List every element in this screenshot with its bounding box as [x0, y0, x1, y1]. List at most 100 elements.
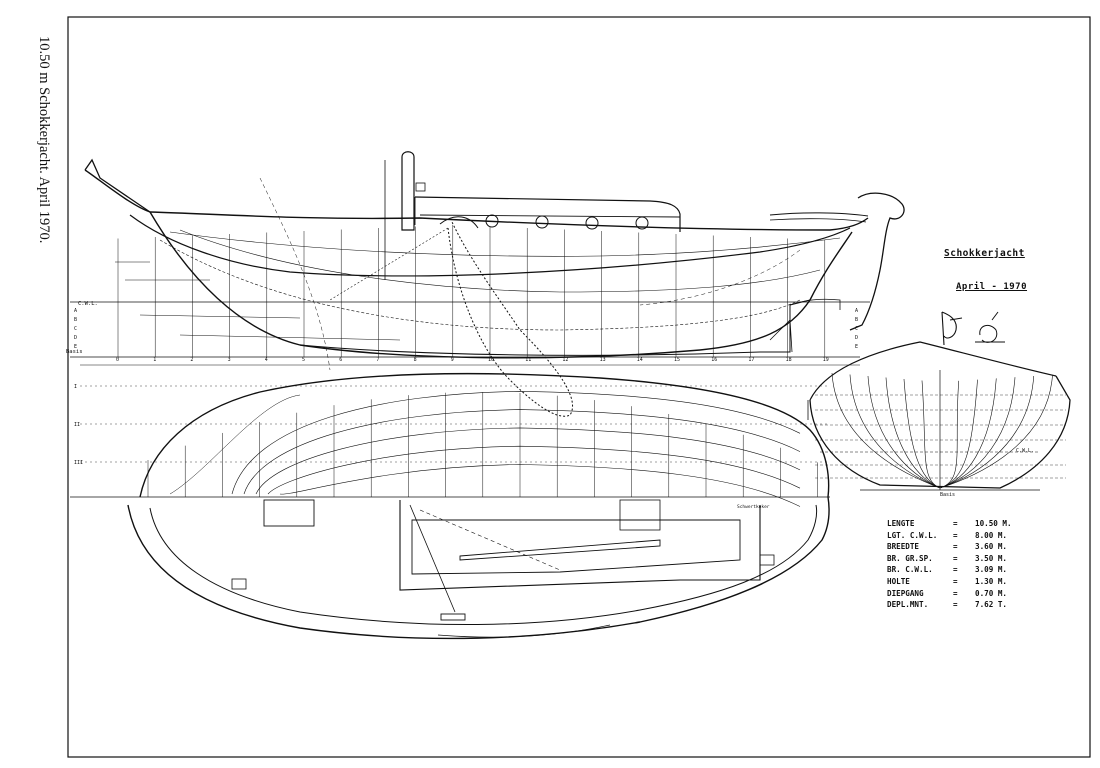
waterline-curve — [231, 390, 801, 495]
body-sections-outline — [809, 375, 1071, 489]
waterline-curve — [243, 409, 801, 495]
waterline-label: E — [855, 344, 858, 350]
station-number: 2 — [190, 357, 193, 363]
station-number: 6 — [339, 357, 342, 363]
section-curve-fwd — [849, 374, 941, 489]
station-number: 3 — [228, 357, 231, 363]
station-number: 5 — [302, 357, 305, 363]
buttock-label: I — [74, 384, 77, 390]
spec-key: HOLTE — [887, 576, 910, 586]
waterline-curve — [255, 427, 801, 495]
waterline-label: C — [855, 326, 858, 332]
spec-value: 8.00 M. — [975, 530, 1008, 540]
waterline-label-left: E — [74, 344, 77, 350]
porthole — [635, 216, 649, 230]
logo-mark — [975, 311, 1005, 343]
cabin-trunk — [414, 196, 681, 232]
body-basis-label: Basis — [940, 492, 955, 498]
spec-row: BREEDTE = 3.60 M. — [887, 542, 1035, 554]
waterline-label: D — [855, 335, 858, 341]
spec-table: LENGTE = 10.50 M. LGT. C.W.L. = 8.00 M. BREEDT… — [887, 519, 1035, 612]
station-number: 13 — [600, 357, 606, 363]
waterline-label: A — [855, 308, 858, 314]
station-number: 1 — [153, 357, 156, 363]
spec-value: 10.50 M. — [975, 519, 1012, 528]
spec-eq: = — [953, 588, 958, 598]
signature-mark — [941, 311, 963, 346]
waterline-label-left: D — [74, 335, 77, 341]
spec-row: HOLTE = 1.30 M. — [887, 577, 1035, 589]
spec-value: 7.62 T. — [975, 600, 1008, 610]
spec-key: BR. GR.SP. — [887, 553, 933, 563]
rudder — [849, 192, 905, 331]
spec-key: LENGTE — [887, 519, 915, 528]
section-curve-fwd — [831, 372, 941, 489]
spec-value: 3.09 M. — [975, 565, 1008, 575]
station-number: 4 — [265, 357, 268, 363]
spec-key: LGT. C.W.L. — [887, 530, 938, 540]
sheer-line — [84, 169, 869, 231]
spec-key: DIEPGANG — [887, 588, 924, 598]
station-number: 15 — [674, 357, 680, 363]
section-curve-fwd — [921, 380, 941, 489]
spec-eq: = — [953, 530, 958, 540]
spec-value: 0.70 M. — [975, 588, 1008, 598]
spec-value: 3.50 M. — [975, 553, 1008, 563]
waterline-label-left: C — [74, 326, 77, 332]
station-number: 9 — [451, 357, 454, 363]
section-curve-aft — [939, 378, 997, 489]
spec-row: BR. GR.SP. = 3.50 M. — [887, 554, 1035, 566]
rail-line — [129, 214, 851, 277]
station-number: 7 — [376, 357, 379, 363]
anchor-chain — [447, 221, 574, 417]
waterline-curve — [267, 445, 801, 495]
section-curve-aft — [939, 377, 1016, 489]
cwl-label: C.W.L. — [78, 301, 98, 307]
spec-value: 3.60 M. — [975, 542, 1008, 552]
porthole — [585, 216, 599, 230]
section-curve-fwd — [903, 378, 941, 489]
spec-eq: = — [953, 576, 958, 586]
waterline-curve — [279, 464, 801, 507]
waterline-label-left: A — [74, 308, 77, 314]
station-number: 18 — [786, 357, 792, 363]
mast — [401, 151, 415, 231]
spec-eq: = — [953, 553, 958, 563]
section-curve-aft — [939, 379, 978, 489]
cabin-plan — [399, 500, 761, 591]
spec-eq: = — [953, 542, 958, 552]
spec-row: DEPL.MNT.=7.62 T. — [887, 600, 1035, 612]
drawing-date: April - 1970 — [956, 282, 1028, 292]
deck-plan-outline — [127, 496, 830, 640]
station-number: 8 — [414, 357, 417, 363]
spec-key: BREEDTE — [887, 542, 920, 552]
waterline-label: B — [855, 317, 858, 323]
spec-row: DIEPGANG = 0.70 M. — [887, 589, 1035, 601]
spec-row: LGT. C.W.L. = 8.00 M. — [887, 531, 1035, 543]
spec-eq: = — [953, 565, 958, 575]
sheet-border — [67, 16, 1091, 758]
section-curve-aft — [939, 380, 960, 489]
buttock-label: II — [74, 422, 80, 428]
basis-label: Basis — [66, 349, 83, 355]
station-number: 17 — [748, 357, 754, 363]
station-number: 12 — [562, 357, 568, 363]
spec-row: BR. C.W.L. = 3.09 M. — [887, 565, 1035, 577]
half-breadth-outline — [139, 372, 830, 498]
body-plan-view: C.W.L. Basis — [807, 311, 1071, 498]
spec-value: 1.30 M. — [975, 576, 1008, 586]
hull-profile — [149, 211, 853, 359]
body-sheer — [809, 341, 1057, 401]
porthole — [485, 214, 499, 228]
waterline-label-left: B — [74, 317, 77, 323]
section-curve-fwd — [885, 377, 941, 489]
station-number: 16 — [711, 357, 717, 363]
station-number: 10 — [488, 357, 494, 363]
station-number: 0 — [116, 357, 119, 363]
spec-key: BR. C.W.L. — [887, 565, 933, 575]
station-number: 19 — [823, 357, 829, 363]
